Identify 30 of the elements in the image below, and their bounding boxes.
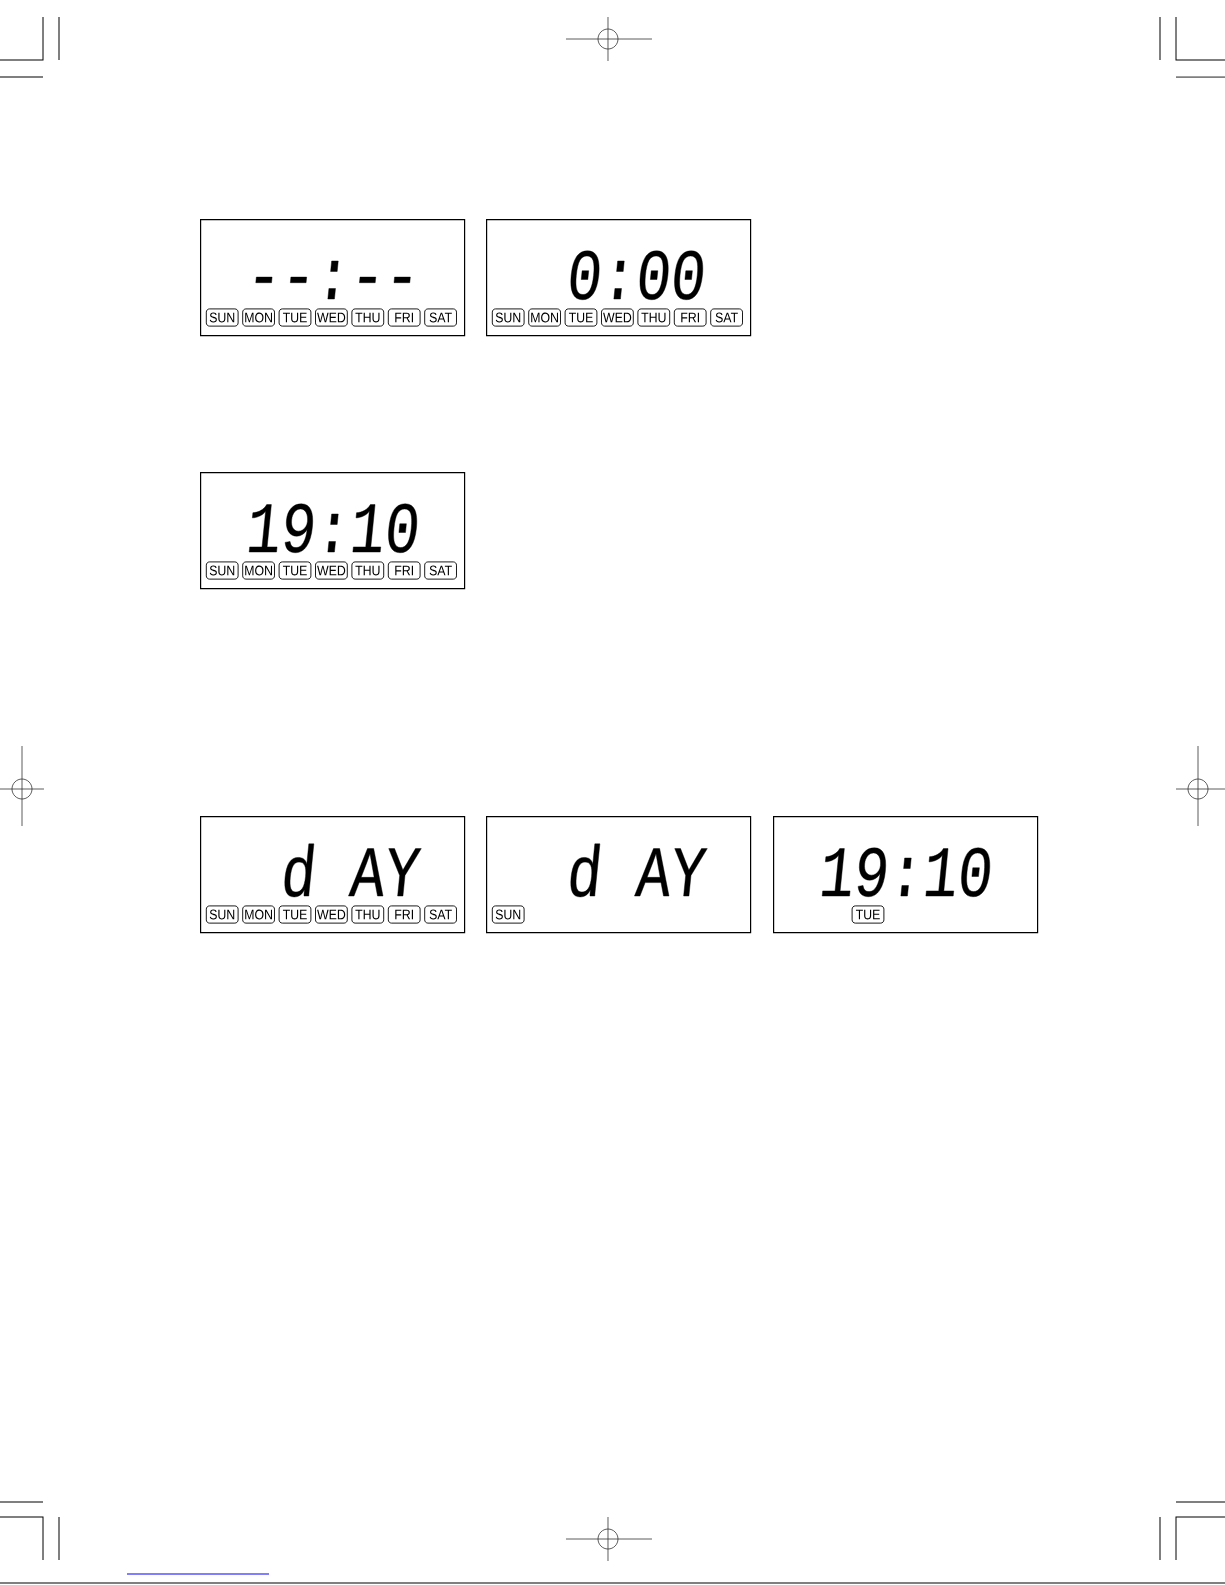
day-label: SUN	[205, 561, 239, 580]
day-label: THU	[351, 561, 385, 580]
day-label: FRI	[387, 905, 421, 924]
day-label: TUE	[564, 308, 598, 327]
day-label: SUN	[205, 905, 239, 924]
day-label: SUN	[491, 308, 525, 327]
day-label: MON	[528, 308, 561, 327]
day-label: FRI	[673, 308, 707, 327]
day-label: MON	[242, 905, 275, 924]
day-label: SAT	[424, 308, 457, 327]
day-label: THU	[637, 308, 671, 327]
day-label: THU	[351, 905, 385, 924]
day-label: TUE	[851, 905, 885, 924]
day-label: SAT	[424, 561, 457, 580]
day-label: MON	[242, 308, 275, 327]
day-label: WED	[315, 561, 348, 580]
day-label: FRI	[387, 308, 421, 327]
day-label: SUN	[491, 905, 525, 924]
day-label: WED	[315, 905, 348, 924]
day-label: WED	[601, 308, 634, 327]
day-label: WED	[315, 308, 348, 327]
day-label: THU	[351, 308, 385, 327]
day-label: SAT	[424, 905, 457, 924]
day-label: SUN	[205, 308, 239, 327]
day-label: MON	[242, 561, 275, 580]
day-label: TUE	[278, 308, 312, 327]
day-label: FRI	[387, 561, 421, 580]
day-label: TUE	[278, 905, 312, 924]
day-label: SAT	[710, 308, 743, 327]
day-label: TUE	[278, 561, 312, 580]
